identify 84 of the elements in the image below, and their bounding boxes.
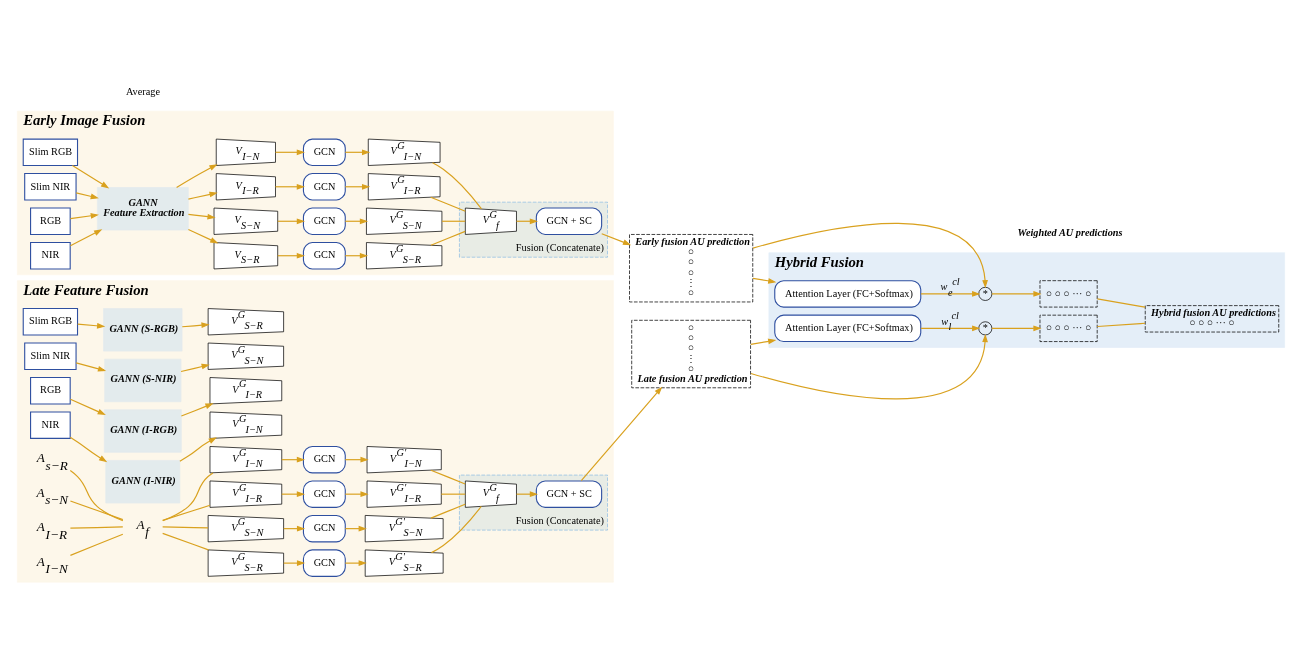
node-box: GCN [302, 138, 346, 166]
arrow [274, 148, 305, 155]
node-box: RGB [30, 207, 71, 235]
label: Average [125, 85, 160, 97]
arrow [69, 398, 106, 415]
connector [430, 230, 466, 246]
arrow [344, 559, 367, 566]
arrow [71, 164, 110, 188]
node-circle: * [978, 320, 993, 335]
arrow [920, 290, 981, 297]
node-box: Attention Layer (FC+Softmax) [774, 279, 922, 308]
arrow [181, 321, 210, 328]
arrow [752, 222, 988, 288]
node-box: GCN [302, 172, 346, 201]
connector [431, 161, 483, 209]
arrow [991, 325, 1042, 331]
node-box: Slim RGB [22, 138, 79, 166]
node-box: Hybrid fusion AU predictions ○ ○ ○ ··· ○ [1144, 304, 1280, 332]
arrow [277, 217, 305, 224]
node-box: Slim RGB [22, 307, 79, 336]
node-box: ○ ○ ○ ⋮ ○ Late fusion AU prediction [631, 319, 751, 388]
arrow [991, 290, 1042, 297]
arrow [752, 277, 777, 284]
node-box: GANN (I-RGB) [103, 408, 182, 453]
node-box: NIR [30, 241, 71, 269]
node-box: GCN [302, 241, 346, 269]
connector [430, 505, 482, 553]
connector [1096, 297, 1146, 308]
arrow [180, 402, 214, 417]
connector [1096, 322, 1146, 327]
node-box: GCN [302, 445, 346, 473]
node-box: GCN [302, 514, 346, 542]
node-circle: * [978, 286, 993, 301]
node-box: GCN [302, 207, 346, 235]
node-box: ○ ○ ○ ··· ○ [1039, 279, 1098, 307]
node-box: Early fusion AU prediction ○ ○ ○ ⋮ ○ [629, 233, 754, 302]
connector [162, 504, 211, 521]
arrow [601, 232, 632, 245]
connector [69, 533, 124, 556]
node-box: RGB [30, 376, 71, 404]
connector [69, 499, 124, 520]
connector [430, 469, 466, 485]
arrow [187, 228, 219, 243]
arrow [580, 386, 663, 481]
connector [441, 220, 466, 222]
arrow [283, 559, 306, 566]
arrow [187, 191, 218, 200]
connector [69, 469, 124, 521]
node-box: GANN (I-NIR) [105, 459, 181, 503]
arrow [274, 183, 305, 190]
node-box: ○ ○ ○ ··· ○ [1039, 314, 1098, 342]
connector [430, 503, 466, 519]
node-box: Slim NIR [24, 342, 77, 370]
arrow [277, 252, 305, 259]
arrow [180, 363, 210, 372]
arrow [75, 361, 107, 372]
connector [69, 525, 124, 529]
connector [440, 493, 466, 495]
node-box: GCN [302, 548, 346, 577]
node-box: GCN + SC [535, 207, 603, 235]
node-box: GCN + SC [535, 479, 603, 508]
node-box: Slim NIR [24, 172, 77, 201]
connector [162, 532, 209, 550]
arrow [69, 212, 99, 219]
arrow [187, 213, 216, 219]
arrow [176, 163, 218, 188]
node-box: GCN [302, 479, 346, 508]
node-box: Attention Layer (FC+Softmax) [774, 314, 922, 342]
node-box: NIR [30, 410, 71, 439]
connector [162, 525, 209, 528]
arrow [75, 191, 99, 199]
arrow [920, 325, 981, 331]
connector [430, 196, 466, 212]
connector [162, 471, 214, 521]
arrow [69, 436, 108, 462]
arrow [77, 322, 106, 329]
node-box: GANN (S-NIR) [104, 358, 182, 402]
node-box: GANN Feature Extraction [96, 186, 189, 230]
arrow [179, 436, 217, 462]
arrow [69, 228, 103, 246]
node-box: GANN (S-RGB) [103, 307, 183, 351]
arrow [750, 338, 777, 345]
label: Weighted AU predictions [1017, 226, 1123, 238]
arrow [750, 333, 988, 400]
